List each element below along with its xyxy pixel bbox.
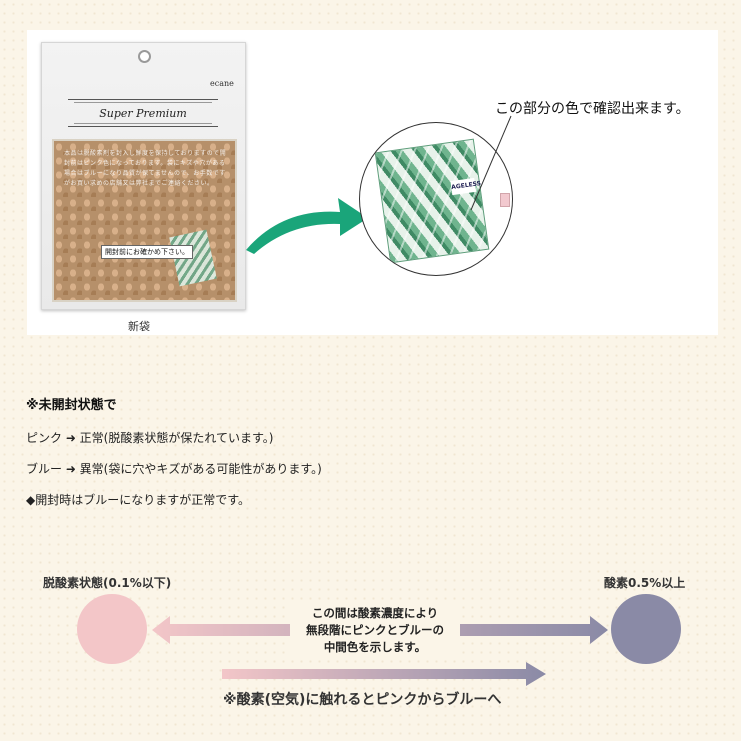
title-band: Super Premium: [68, 99, 218, 127]
oxygen-label: 酸素0.5%以上: [604, 576, 686, 590]
bottom-note: ※酸素(空気)に触れるとピンクからブルーへ: [223, 692, 502, 708]
notice-heading: ※未開封状態で: [26, 398, 117, 413]
package-text: 本品は脱酸素剤を封入し鮮度を保持しておりますので開封前はピンク色になっております…: [64, 150, 227, 187]
middle-line-2: 無段階にピンクとブルーの: [306, 623, 444, 637]
middle-line-1: この間は酸素濃度により: [311, 606, 439, 620]
blue-circle: [611, 594, 681, 664]
green-arrow-icon: [246, 198, 368, 254]
bag-caption: 新袋: [128, 320, 150, 333]
color-indicator: [500, 193, 510, 207]
treat-window: 本品は脱酸素剤を封入し鮮度を保持しておりますので開封前はピンク色になっております…: [52, 139, 237, 302]
brand-logo-text: ecane: [210, 79, 234, 88]
pink-circle: [77, 594, 147, 664]
treat-package: ecane Super Premium 本品は脱酸素剤を封入し鮮度を保持しており…: [41, 42, 246, 310]
deoxygenated-label: 脱酸素状態(0.1%以下): [43, 576, 172, 590]
middle-description: この間は酸素濃度により 無段階にピンクとブルーの 中間色を示します。: [290, 605, 460, 656]
blue-status-line: ブルー ➜ 異常(袋に穴やキズがある可能性があります。): [26, 462, 322, 476]
zoom-circle: AGELESS: [359, 122, 513, 276]
middle-line-3: 中間色を示します。: [323, 640, 427, 654]
product-photo-panel: ecane Super Premium 本品は脱酸素剤を封入し鮮度を保持しており…: [27, 30, 718, 335]
product-title: Super Premium: [99, 107, 187, 120]
hang-hole: [138, 50, 151, 63]
pink-status-line: ピンク ➜ 正常(脱酸素状態が保たれています。): [26, 431, 274, 445]
opened-status-line: ◆開封時はブルーになりますが正常です。: [26, 493, 251, 507]
callout-line: [470, 115, 512, 211]
check-badge: 開封前にお確かめ下さい。: [101, 245, 193, 259]
callout-text: この部分の色で確認出来ます。: [495, 101, 690, 117]
right-arrow-icon: [222, 662, 546, 686]
